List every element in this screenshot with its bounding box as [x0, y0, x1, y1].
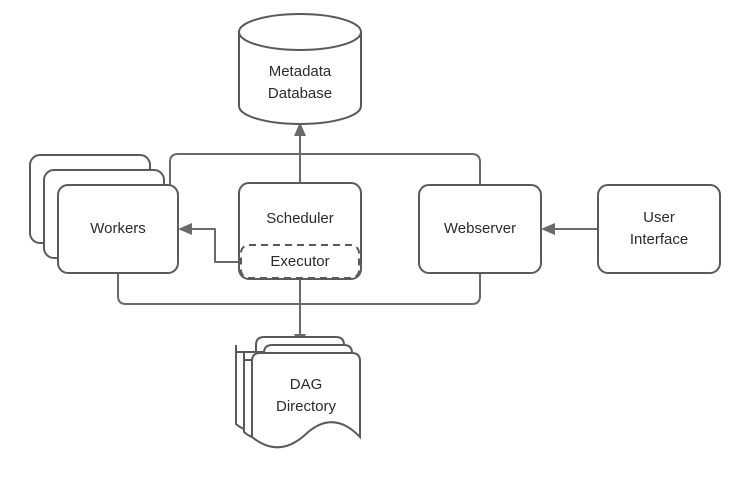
executor-label: Executor	[270, 253, 329, 270]
user-interface-box	[597, 184, 721, 274]
webserver-box	[418, 184, 542, 274]
metadata-database-cylinder-top	[238, 13, 362, 51]
node-workers[interactable]: Workers	[29, 154, 179, 274]
scheduler-label: Scheduler	[266, 210, 334, 227]
user-interface-label-line1: User	[643, 209, 675, 226]
edge-executor-to-workers-line	[190, 228, 240, 263]
workers-stack-front	[57, 184, 179, 274]
node-executor[interactable]: Executor	[240, 244, 360, 279]
webserver-label: Webserver	[444, 220, 516, 237]
edge-workers-webserver-to-metadata-bus	[169, 153, 481, 200]
executor-box	[240, 244, 360, 279]
arrowhead-to-webserver	[541, 223, 555, 235]
metadata-database-label-line1: Metadata	[269, 63, 332, 80]
dag-directory-label-line2: Directory	[276, 398, 337, 415]
arrowhead-to-workers	[178, 223, 192, 235]
user-interface-label-line2: Interface	[630, 231, 688, 248]
dag-directory-stack-front	[251, 352, 361, 449]
node-user-interface[interactable]: User Interface	[597, 184, 721, 274]
node-dag-directory[interactable]: DAG Directory	[235, 336, 361, 449]
arrowhead-to-metadata-database	[294, 122, 306, 136]
node-webserver[interactable]: Webserver	[418, 184, 542, 274]
node-metadata-database[interactable]: Metadata Database	[238, 13, 362, 125]
metadata-database-cylinder-body	[238, 31, 362, 125]
workers-label: Workers	[90, 220, 146, 237]
metadata-database-label-line2: Database	[268, 85, 332, 102]
dag-directory-label-line1: DAG	[290, 376, 323, 393]
